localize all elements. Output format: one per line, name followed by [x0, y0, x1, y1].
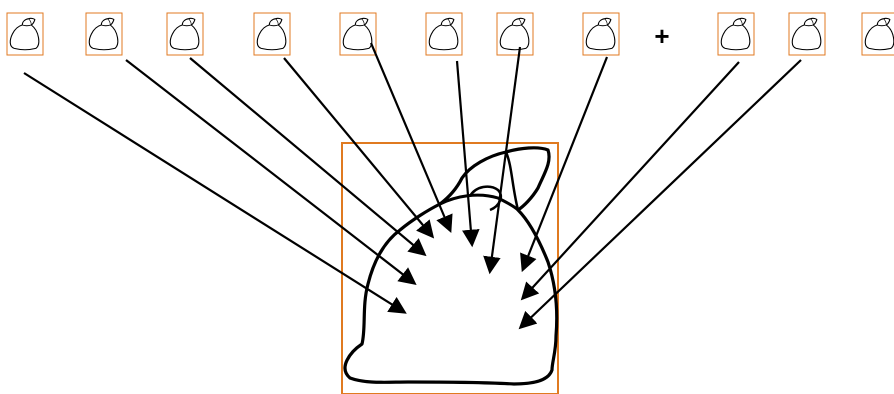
arrow-10 [518, 59, 802, 330]
arrow-6 [455, 60, 480, 248]
plus-sign: + [654, 21, 669, 51]
small-bag-3 [166, 12, 204, 56]
arrow-9 [520, 61, 740, 301]
small-bag-11 [861, 12, 894, 56]
small-bag-8 [582, 12, 620, 56]
large-bag-flap [504, 151, 520, 211]
small-bag-9 [717, 12, 755, 56]
large-bag-outline [343, 146, 559, 386]
small-bag-5 [339, 12, 377, 56]
small-bag-7 [496, 12, 534, 56]
arrow-4 [283, 57, 435, 239]
small-bag-4 [253, 12, 291, 56]
arrow-1 [23, 72, 407, 314]
arrow-5 [369, 42, 453, 234]
arrows [23, 42, 802, 330]
arrow-7 [483, 46, 522, 275]
large-bag [341, 142, 559, 394]
large-bag-tie [468, 185, 502, 212]
small-bag-1 [6, 12, 44, 56]
arrow-2 [125, 59, 417, 286]
small-bag-2 [85, 12, 123, 56]
arrow-8 [520, 56, 609, 273]
arrow-3 [189, 57, 427, 257]
small-bags-row: + [6, 12, 894, 56]
small-bag-10 [788, 12, 826, 56]
small-bag-6 [425, 12, 463, 56]
large-bag-neck [439, 193, 520, 212]
